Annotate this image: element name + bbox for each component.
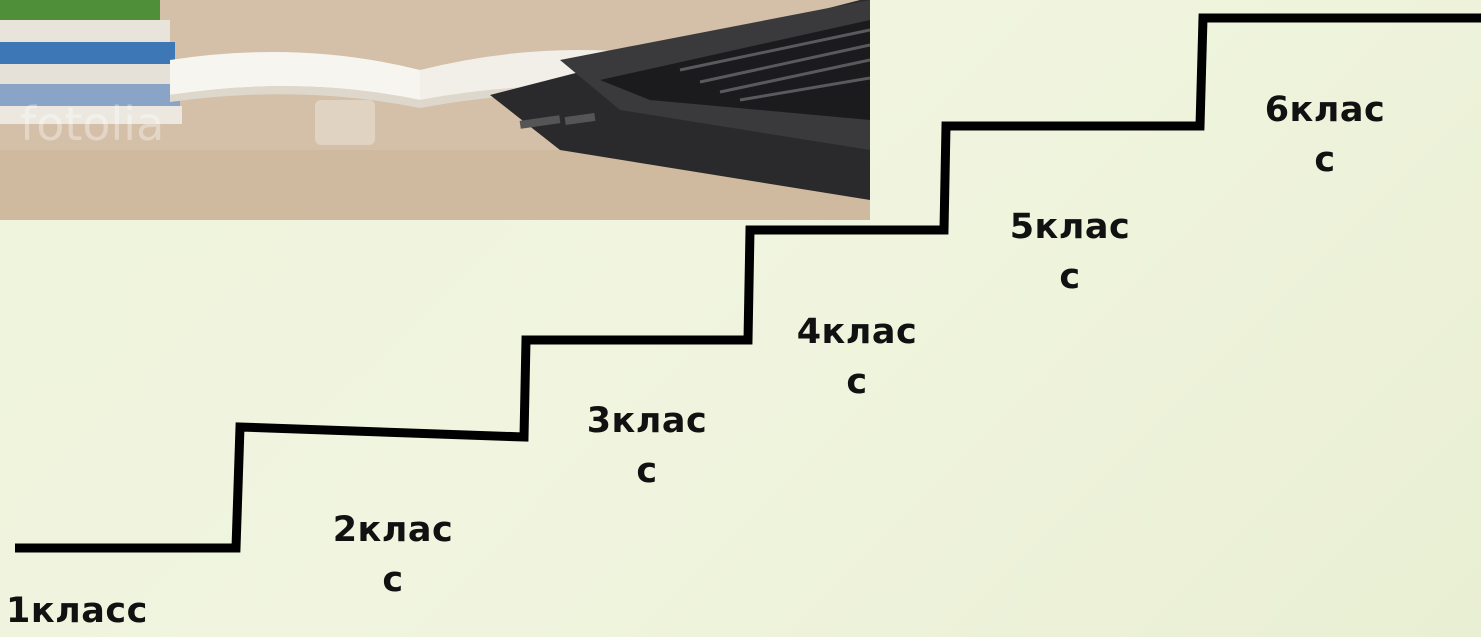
step-label-2: 2клас с — [332, 510, 454, 600]
book-stack-icon — [0, 0, 182, 124]
step-label-6: 6клас с — [1264, 90, 1386, 180]
watermark-text: fotolia — [20, 97, 164, 151]
header-photo: fotolia — [0, 0, 870, 220]
step-label-4: 4клас с — [796, 312, 918, 402]
step-label-3: 3клас с — [586, 401, 708, 491]
step-label-5: 5клас с — [1009, 207, 1131, 297]
staircase-line — [15, 13, 1481, 553]
books-laptop-illustration: fotolia — [0, 0, 870, 220]
camera-watermark-icon — [315, 100, 375, 145]
laptop-icon — [490, 0, 870, 200]
step-label-1: 1класс — [6, 591, 148, 631]
